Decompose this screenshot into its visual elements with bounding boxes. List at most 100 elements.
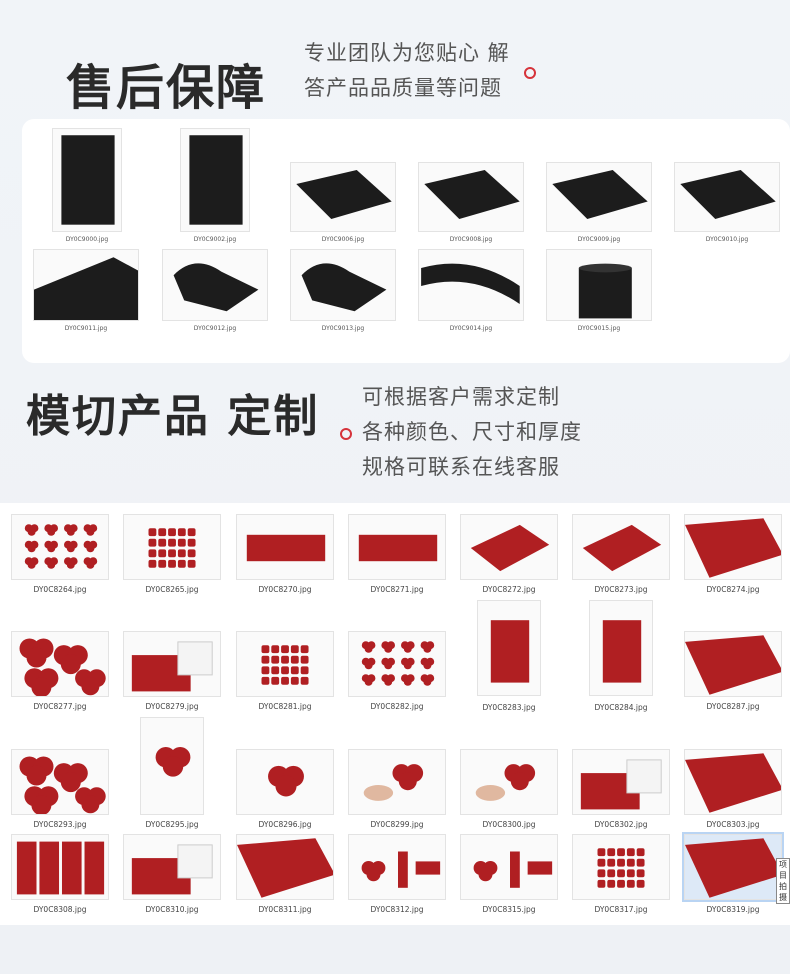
gallery-thumbnail[interactable]: DY0C9002.jpg xyxy=(180,128,250,246)
thumbnail-filename: DY0C8293.jpg xyxy=(33,820,87,829)
thumbnail-filename: DY0C9008.jpg xyxy=(449,236,493,243)
thumbnail-image xyxy=(348,631,446,697)
gallery-thumbnail[interactable]: DY0C8315.jpg xyxy=(460,834,558,915)
gallery-thumbnail[interactable]: DY0C8282.jpg xyxy=(348,631,446,712)
thumbnail-image xyxy=(236,749,334,815)
thumbnail-image xyxy=(123,514,221,580)
gallery-thumbnail[interactable]: DY0C8265.jpg xyxy=(123,514,221,595)
thumbnail-filename: DY0C8270.jpg xyxy=(258,585,312,594)
thumbnail-image xyxy=(682,832,784,902)
thumbnail-filename: DY0C8319.jpg xyxy=(706,905,760,914)
section-title-die-cut: 模切产品 定制 xyxy=(26,391,320,442)
thumbnail-image xyxy=(11,834,109,900)
thumbnail-filename: DY0C9013.jpg xyxy=(321,325,365,332)
thumbnail-image xyxy=(460,514,558,580)
thumbnail-filename: DY0C8281.jpg xyxy=(258,702,312,711)
thumbnail-filename: DY0C8310.jpg xyxy=(145,905,199,914)
thumbnail-image xyxy=(236,834,334,900)
gallery-thumbnail[interactable]: DY0C8293.jpg xyxy=(11,749,109,830)
gallery-thumbnail[interactable]: DY0C9012.jpg xyxy=(162,249,268,335)
gallery-thumbnail[interactable]: DY0C8299.jpg xyxy=(348,749,446,830)
gallery-thumbnail[interactable]: DY0C8308.jpg xyxy=(11,834,109,915)
thumbnail-filename: DY0C8295.jpg xyxy=(145,820,199,829)
gallery-thumbnail[interactable]: DY0C8281.jpg xyxy=(236,631,334,712)
gallery-thumbnail[interactable]: DY0C9000.jpg xyxy=(52,128,122,246)
thumbnail-image xyxy=(589,600,653,696)
thumbnail-filename: DY0C9012.jpg xyxy=(193,325,237,332)
gallery-thumbnail[interactable]: DY0C8284.jpg xyxy=(589,600,653,713)
gallery-thumbnail[interactable]: DY0C8271.jpg xyxy=(348,514,446,595)
section-subtitle-line1: 专业团队为您贴心 解 xyxy=(304,41,510,65)
thumbnail-filename: DY0C8317.jpg xyxy=(594,905,648,914)
gallery-thumbnail[interactable]: DY0C9011.jpg xyxy=(33,249,139,335)
thumbnail-image xyxy=(123,631,221,697)
thumbnail-filename: DY0C9000.jpg xyxy=(65,236,109,243)
thumbnail-filename: DY0C8299.jpg xyxy=(370,820,424,829)
gallery-thumbnail[interactable]: DY0C8272.jpg xyxy=(460,514,558,595)
accent-ring-icon xyxy=(340,428,352,440)
gallery-thumbnail[interactable]: DY0C8270.jpg xyxy=(236,514,334,595)
gallery-thumbnail[interactable]: DY0C8279.jpg xyxy=(123,631,221,712)
thumbnail-filename: DY0C8264.jpg xyxy=(33,585,87,594)
gallery-thumbnail[interactable]: DY0C8311.jpg xyxy=(236,834,334,915)
thumbnail-filename: DY0C8315.jpg xyxy=(482,905,536,914)
section-subtitle-line2: 答产品品质量等问题 xyxy=(304,76,502,100)
die-cut-line3: 规格可联系在线客服 xyxy=(362,455,560,479)
thumbnail-image xyxy=(684,631,782,697)
thumbnail-filename: DY0C8302.jpg xyxy=(594,820,648,829)
gallery-thumbnail[interactable]: DY0C9006.jpg xyxy=(290,162,396,246)
gallery-thumbnail[interactable]: DY0C8264.jpg xyxy=(11,514,109,595)
thumbnail-filename: DY0C8287.jpg xyxy=(706,702,760,711)
gallery-thumbnail[interactable]: DY0C8300.jpg xyxy=(460,749,558,830)
thumbnail-image xyxy=(572,749,670,815)
gallery-thumbnail[interactable]: DY0C8287.jpg xyxy=(684,631,782,712)
thumbnail-filename: DY0C8272.jpg xyxy=(482,585,536,594)
gallery-thumbnail[interactable]: DY0C9013.jpg xyxy=(290,249,396,335)
hover-tooltip: 项目 拍摄 分辨 大小 xyxy=(776,858,790,904)
thumbnail-filename: DY0C8308.jpg xyxy=(33,905,87,914)
thumbnail-filename: DY0C8265.jpg xyxy=(145,585,199,594)
thumbnail-image xyxy=(348,834,446,900)
thumbnail-image xyxy=(140,717,204,815)
thumbnail-filename: DY0C9014.jpg xyxy=(449,325,493,332)
thumbnail-image xyxy=(348,749,446,815)
gallery-thumbnail[interactable]: DY0C9015.jpg xyxy=(546,249,652,335)
gallery-thumbnail[interactable]: DY0C9014.jpg xyxy=(418,249,524,335)
thumbnail-image xyxy=(684,749,782,815)
thumbnail-filename: DY0C9002.jpg xyxy=(193,236,237,243)
black-foam-gallery-panel xyxy=(22,119,790,363)
gallery-thumbnail[interactable]: DY0C8277.jpg xyxy=(11,631,109,712)
thumbnail-filename: DY0C8273.jpg xyxy=(594,585,648,594)
gallery-thumbnail[interactable]: DY0C8317.jpg xyxy=(572,834,670,915)
gallery-thumbnail[interactable]: DY0C8303.jpg xyxy=(684,749,782,830)
gallery-thumbnail[interactable]: DY0C8319.jpg xyxy=(682,832,784,915)
thumbnail-filename: DY0C8271.jpg xyxy=(370,585,424,594)
gallery-thumbnail[interactable]: DY0C8296.jpg xyxy=(236,749,334,830)
thumbnail-image xyxy=(674,162,780,232)
thumbnail-image xyxy=(572,514,670,580)
thumbnail-image xyxy=(546,162,652,232)
thumbnail-filename: DY0C8284.jpg xyxy=(594,703,648,712)
thumbnail-image xyxy=(460,834,558,900)
thumbnail-image xyxy=(418,249,524,321)
gallery-thumbnail[interactable]: DY0C9010.jpg xyxy=(674,162,780,246)
thumbnail-image xyxy=(418,162,524,232)
gallery-thumbnail[interactable]: DY0C8295.jpg xyxy=(140,717,204,830)
thumbnail-filename: DY0C8277.jpg xyxy=(33,702,87,711)
gallery-thumbnail[interactable]: DY0C9009.jpg xyxy=(546,162,652,246)
gallery-thumbnail[interactable]: DY0C8283.jpg xyxy=(477,600,541,713)
gallery-thumbnail[interactable]: DY0C8274.jpg xyxy=(684,514,782,595)
gallery-thumbnail[interactable]: DY0C8302.jpg xyxy=(572,749,670,830)
gallery-thumbnail[interactable]: DY0C8312.jpg xyxy=(348,834,446,915)
gallery-thumbnail[interactable]: DY0C8310.jpg xyxy=(123,834,221,915)
thumbnail-filename: DY0C8303.jpg xyxy=(706,820,760,829)
thumbnail-filename: DY0C9011.jpg xyxy=(64,325,108,332)
gallery-thumbnail[interactable]: DY0C8273.jpg xyxy=(572,514,670,595)
thumbnail-image xyxy=(162,249,268,321)
thumbnail-image xyxy=(290,162,396,232)
thumbnail-filename: DY0C9010.jpg xyxy=(705,236,749,243)
gallery-thumbnail[interactable]: DY0C9008.jpg xyxy=(418,162,524,246)
thumbnail-filename: DY0C9015.jpg xyxy=(577,325,621,332)
thumbnail-image xyxy=(180,128,250,232)
thumbnail-image xyxy=(684,514,782,580)
